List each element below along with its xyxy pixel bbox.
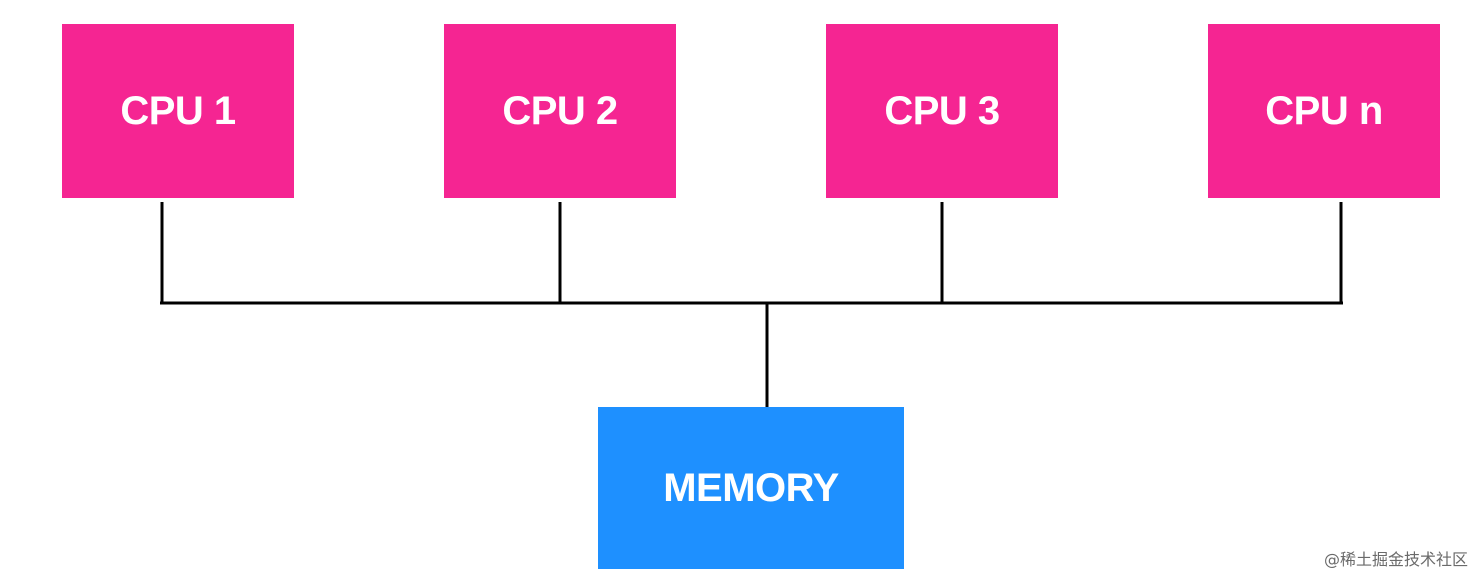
cpu-n-label: CPU n	[1265, 88, 1383, 133]
cpu-2-box: CPU 2	[444, 24, 676, 198]
watermark: @稀土掘金技术社区	[1323, 550, 1468, 569]
cpu-1-label: CPU 1	[120, 88, 236, 133]
cpu-3-box: CPU 3	[826, 24, 1058, 198]
memory-label: MEMORY	[663, 465, 839, 510]
cpu-1-box: CPU 1	[62, 24, 294, 198]
memory-box: MEMORY	[598, 407, 904, 569]
cpu-n-box: CPU n	[1208, 24, 1440, 198]
cpu-2-label: CPU 2	[502, 88, 618, 133]
cpu-3-label: CPU 3	[884, 88, 1000, 133]
